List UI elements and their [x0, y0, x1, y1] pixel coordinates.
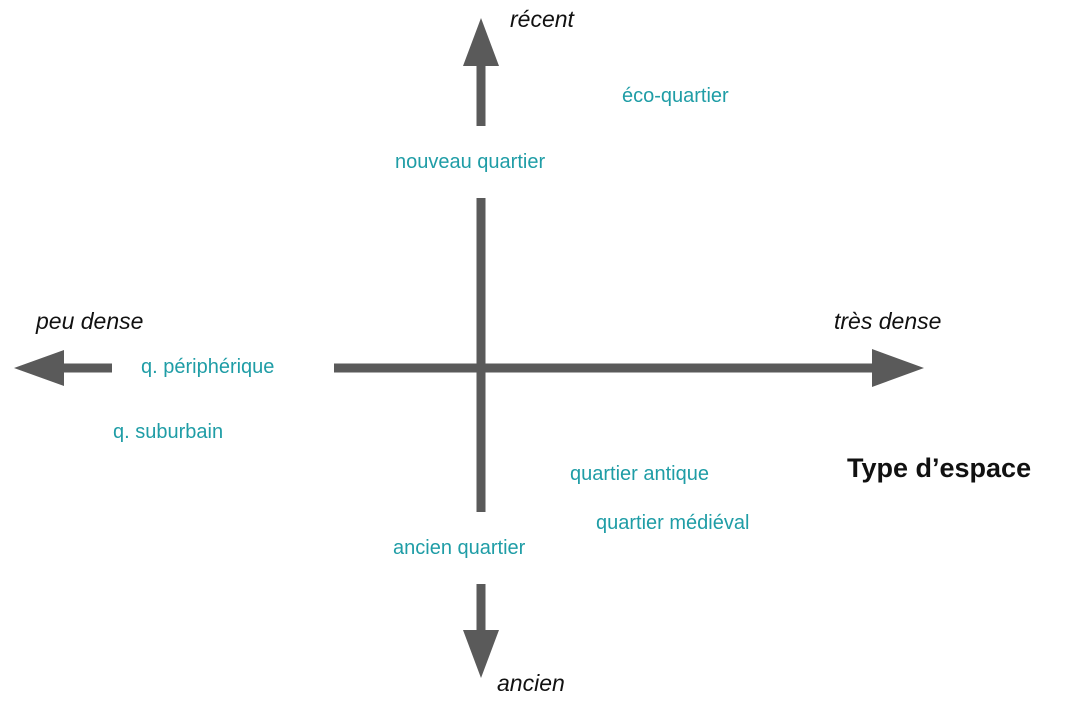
- arrow-right-head: [872, 349, 924, 387]
- category-nouveau-quartier: nouveau quartier: [395, 151, 546, 173]
- axis-label-left: peu dense: [36, 308, 144, 334]
- arrow-down-head: [463, 630, 499, 678]
- diagram-title: Type d’espace: [847, 453, 1032, 483]
- category-q-peripherique: q. périphérique: [141, 356, 275, 378]
- category-ancien-quartier: ancien quartier: [393, 537, 526, 559]
- category-quartier-antique: quartier antique: [570, 463, 709, 485]
- category-eco-quartier: éco-quartier: [622, 85, 729, 107]
- axis-label-bottom: ancien: [497, 670, 565, 696]
- axis-label-right: très dense: [834, 308, 942, 334]
- arrow-up-head: [463, 18, 499, 66]
- category-q-suburbain: q. suburbain: [113, 421, 224, 443]
- arrow-left-head: [14, 350, 64, 386]
- axis-label-top: récent: [510, 6, 574, 32]
- category-quartier-medieval: quartier médiéval: [596, 512, 750, 534]
